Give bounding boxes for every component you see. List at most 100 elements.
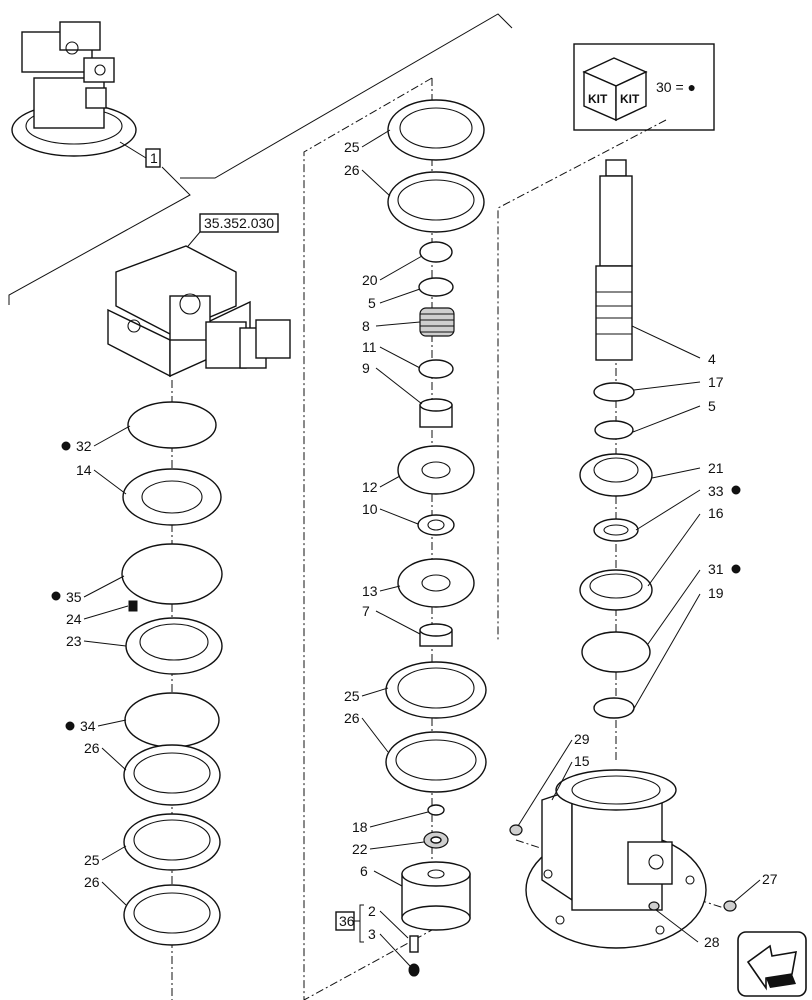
label-26-center: 26 (344, 710, 389, 753)
svg-text:2: 2 (368, 903, 376, 919)
label-31: 31 (647, 561, 741, 645)
label-4: 4 (631, 325, 716, 367)
kit-box-icon: KIT KIT (582, 57, 648, 122)
svg-text:32: 32 (76, 438, 92, 454)
label-13: 13 (362, 583, 401, 599)
o-ring-35 (121, 543, 223, 605)
svg-text:26: 26 (344, 162, 360, 178)
label-7: 7 (362, 603, 421, 635)
pin-24 (128, 600, 138, 612)
label-14: 14 (76, 462, 127, 495)
svg-text:17: 17 (708, 374, 724, 390)
separator-plate-25 (123, 813, 221, 871)
label-23: 23 (66, 633, 127, 649)
retainer-plate-12 (397, 445, 475, 495)
label-28: 28 (655, 909, 720, 950)
seal-16 (579, 569, 653, 611)
label-24: 24 (66, 605, 129, 627)
label-25-center: 25 (344, 687, 389, 704)
svg-text:34: 34 (80, 718, 96, 734)
svg-text:31: 31 (708, 561, 724, 577)
label-5-center: 5 (368, 288, 421, 311)
svg-text:5: 5 (708, 398, 716, 414)
plug-27 (723, 900, 737, 912)
svg-text:25: 25 (84, 852, 100, 868)
plug-28 (648, 901, 660, 911)
label-27: 27 (733, 871, 778, 903)
navigation-arrow-icon[interactable] (737, 931, 807, 997)
svg-text:28: 28 (704, 934, 720, 950)
svg-text:20: 20 (362, 272, 378, 288)
plate-26-center (385, 731, 487, 793)
svg-text:26: 26 (84, 740, 100, 756)
spring-8 (419, 307, 455, 337)
svg-text:18: 18 (352, 819, 368, 835)
label-35: 35 (51, 575, 125, 605)
snap-ring-17 (593, 382, 635, 402)
thrust-bearing-14 (122, 468, 222, 526)
label-16: 16 (647, 505, 724, 587)
collar-9 (419, 398, 453, 428)
label-21: 21 (651, 460, 724, 479)
plate-25-top (387, 99, 485, 161)
bearing-22 (423, 831, 449, 849)
label-25: 25 (84, 845, 127, 868)
svg-text:26: 26 (344, 710, 360, 726)
ring-5-center (418, 277, 454, 297)
ring-11 (418, 359, 454, 379)
shoe-3 (408, 963, 420, 977)
group-box-label: 36 (339, 913, 355, 929)
label-3: 3 (368, 926, 411, 967)
svg-text:21: 21 (708, 460, 724, 476)
casing-15 (525, 769, 707, 949)
label-9: 9 (362, 360, 423, 405)
label-32: 32 (61, 425, 131, 454)
ring-5-right (594, 420, 634, 440)
label-5-right: 5 (632, 398, 716, 433)
svg-text:33: 33 (708, 483, 724, 499)
svg-text:10: 10 (362, 501, 378, 517)
label-25-top: 25 (344, 129, 391, 155)
hydraulic-motor-thumbnail-icon[interactable] (11, 21, 137, 157)
svg-text:23: 23 (66, 633, 82, 649)
label-26: 26 (84, 740, 127, 771)
bearing-21 (579, 453, 653, 497)
label-12: 12 (362, 475, 401, 495)
callout-1[interactable]: 1 (145, 148, 161, 168)
o-ring-34 (124, 692, 220, 748)
svg-text:13: 13 (362, 583, 378, 599)
label-18: 18 (352, 811, 429, 835)
group-box-36[interactable]: 36 (335, 904, 364, 943)
friction-plate-26 (123, 744, 221, 806)
svg-text:16: 16 (708, 505, 724, 521)
svg-text:4: 4 (708, 351, 716, 367)
svg-text:25: 25 (344, 139, 360, 155)
label-8: 8 (362, 318, 421, 334)
svg-text:12: 12 (362, 479, 378, 495)
svg-text:19: 19 (708, 585, 724, 601)
svg-text:9: 9 (362, 360, 370, 376)
svg-text:8: 8 (362, 318, 370, 334)
callout-1-label: 1 (150, 150, 158, 166)
collar-7 (419, 623, 453, 647)
spacer-33 (593, 518, 639, 542)
snap-ring-20 (419, 241, 453, 263)
label-20: 20 (362, 255, 423, 288)
reference-box[interactable]: 35.352.030 (199, 213, 279, 233)
svg-text:6: 6 (360, 863, 368, 879)
label-11: 11 (362, 339, 421, 369)
svg-text:14: 14 (76, 462, 92, 478)
svg-text:3: 3 (368, 926, 376, 942)
label-33: 33 (635, 483, 741, 531)
plug-29 (509, 824, 523, 836)
label-10: 10 (362, 501, 419, 525)
drive-shaft-4 (595, 159, 633, 361)
kit-box: KIT KIT 30 = ● (573, 43, 715, 131)
plate-25-center (385, 661, 487, 719)
retainer-plate-13 (397, 558, 475, 608)
kit-label-right: KIT (620, 92, 640, 106)
svg-text:7: 7 (362, 603, 370, 619)
ring-18 (427, 804, 445, 816)
svg-text:22: 22 (352, 841, 368, 857)
